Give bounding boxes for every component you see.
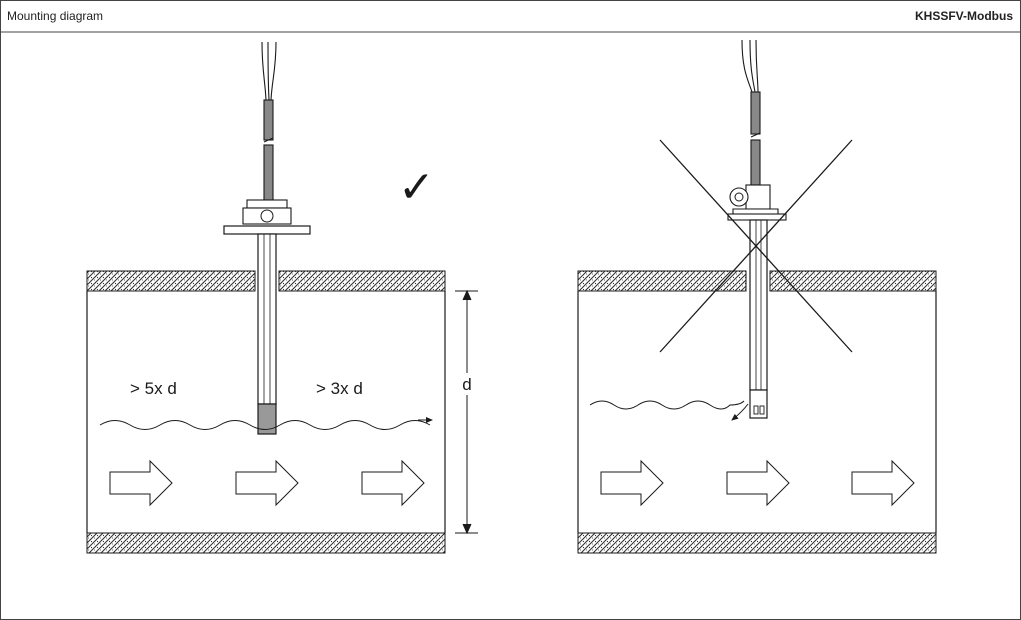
downstream-distance-label: > 3x d [316,379,363,398]
probe-tip [749,389,768,419]
pipe-wall-top-right [769,270,937,292]
flow-wave-line [99,420,431,430]
probe-clamp-screw [729,187,749,207]
diameter-label: d [462,375,471,394]
incorrect-installation-diagram [577,39,937,554]
flow-direction-arrow-2 [235,459,299,507]
incorrect-cross-icon [659,139,853,353]
probe-tip [257,403,277,435]
correct-checkmark-icon: ✓ [398,163,435,212]
flow-direction-arrow-1 [600,459,664,507]
pipe-wall-top-left [86,270,256,292]
flow-wave-line [589,400,745,410]
pipe-wall-bottom [86,532,446,554]
flow-direction-arrow-3 [361,459,425,507]
flow-direction-arrow-2 [726,459,790,507]
product-name: KHSSFV-Modbus [915,9,1013,23]
pipe-wall-top-left [577,270,747,292]
section-title: Mounting diagram [7,9,104,23]
probe-clamp-body [745,184,771,210]
mounting-flange [727,213,787,221]
mounting-flange [223,225,311,235]
flow-direction-arrow-3 [851,459,915,507]
probe-gland-center [260,209,274,223]
flow-deflection-arrow [731,403,749,421]
probe-gland-cap [246,199,288,209]
correct-installation-diagram: > 5x d > 3x d d ✓ [86,41,478,554]
probe-shaft [749,219,768,391]
diameter-dimension [455,289,478,535]
probe-cable [261,41,277,201]
probe-gland-nut [242,207,292,225]
flow-direction-arrow-1 [109,459,173,507]
pipe-wall-top-right [278,270,446,292]
pipe-wall-bottom [577,532,937,554]
upstream-distance-label: > 5x d [130,379,177,398]
probe-shaft [257,233,277,405]
probe-cable [741,39,761,186]
